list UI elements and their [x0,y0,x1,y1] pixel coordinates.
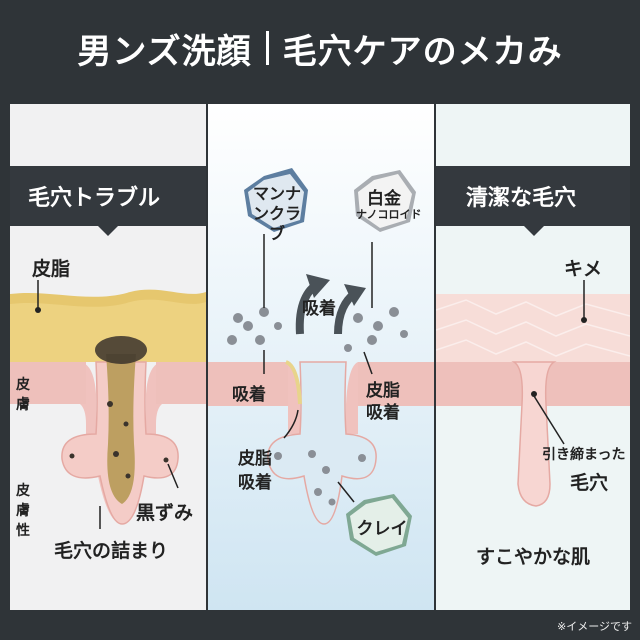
badge-platinum-line1: 白金 [367,189,401,209]
badge-platinum-line2: ナノコロイド [356,208,422,221]
label-kime: キメ [564,258,603,280]
title-right: 毛穴ケアのメカみ [282,31,563,72]
badge-mannan: マンナンクラブ [252,184,301,243]
page-title: 男ンズ洗顔 毛穴ケアのメカみ [0,0,640,96]
label-pore-clog: 毛穴の詰まり [54,540,169,562]
panel-pore-trouble: 毛穴トラブル 皮脂 皮膚 皮膚性 黒ずみ 毛穴の詰まり [10,104,206,610]
title-left: 男ンズ洗顔 [77,31,252,72]
label-sebum: 皮脂 [32,258,71,280]
panel-cleansing-mechanism: マンナンクラブ 白金 ナノコロイド 吸着 吸着 皮脂 吸着 皮脂 吸着 クレイ [208,104,434,610]
label-sebum-absorb-right-2: 吸着 [366,403,400,423]
label-absorb-top: 吸着 [302,299,336,319]
label-sebum-absorb-bottom-1: 皮脂 [238,449,272,469]
header-pore-trouble: 毛穴トラブル [28,186,161,211]
label-sebum-absorb-right-1: 皮脂 [366,381,400,401]
badge-clay: クレイ [356,519,408,539]
cleansing-illustration [208,104,434,610]
clean-pore-illustration [436,166,630,507]
label-tight-line1: 引き締まった [542,447,626,463]
label-tight-line2: 毛穴 [570,472,609,494]
label-blackheads: 黒ずみ [136,502,194,524]
label-healthy-skin: すこやかな肌 [476,546,591,568]
header-clean-pore: 清潔な毛穴 [466,186,577,211]
label-absorb-left: 吸着 [232,385,266,405]
label-skin-character: 皮膚性 [16,483,30,539]
label-sebum-absorb-bottom-2: 吸着 [238,473,272,493]
title-divider [265,31,269,65]
panel-clean-pore: 清潔な毛穴 キメ 引き締まった 毛穴 すこやかな肌 [436,104,630,610]
pore-trouble-illustration [10,166,206,529]
image-note: ※イメージです [557,620,632,633]
label-skin: 皮膚 [16,377,30,413]
